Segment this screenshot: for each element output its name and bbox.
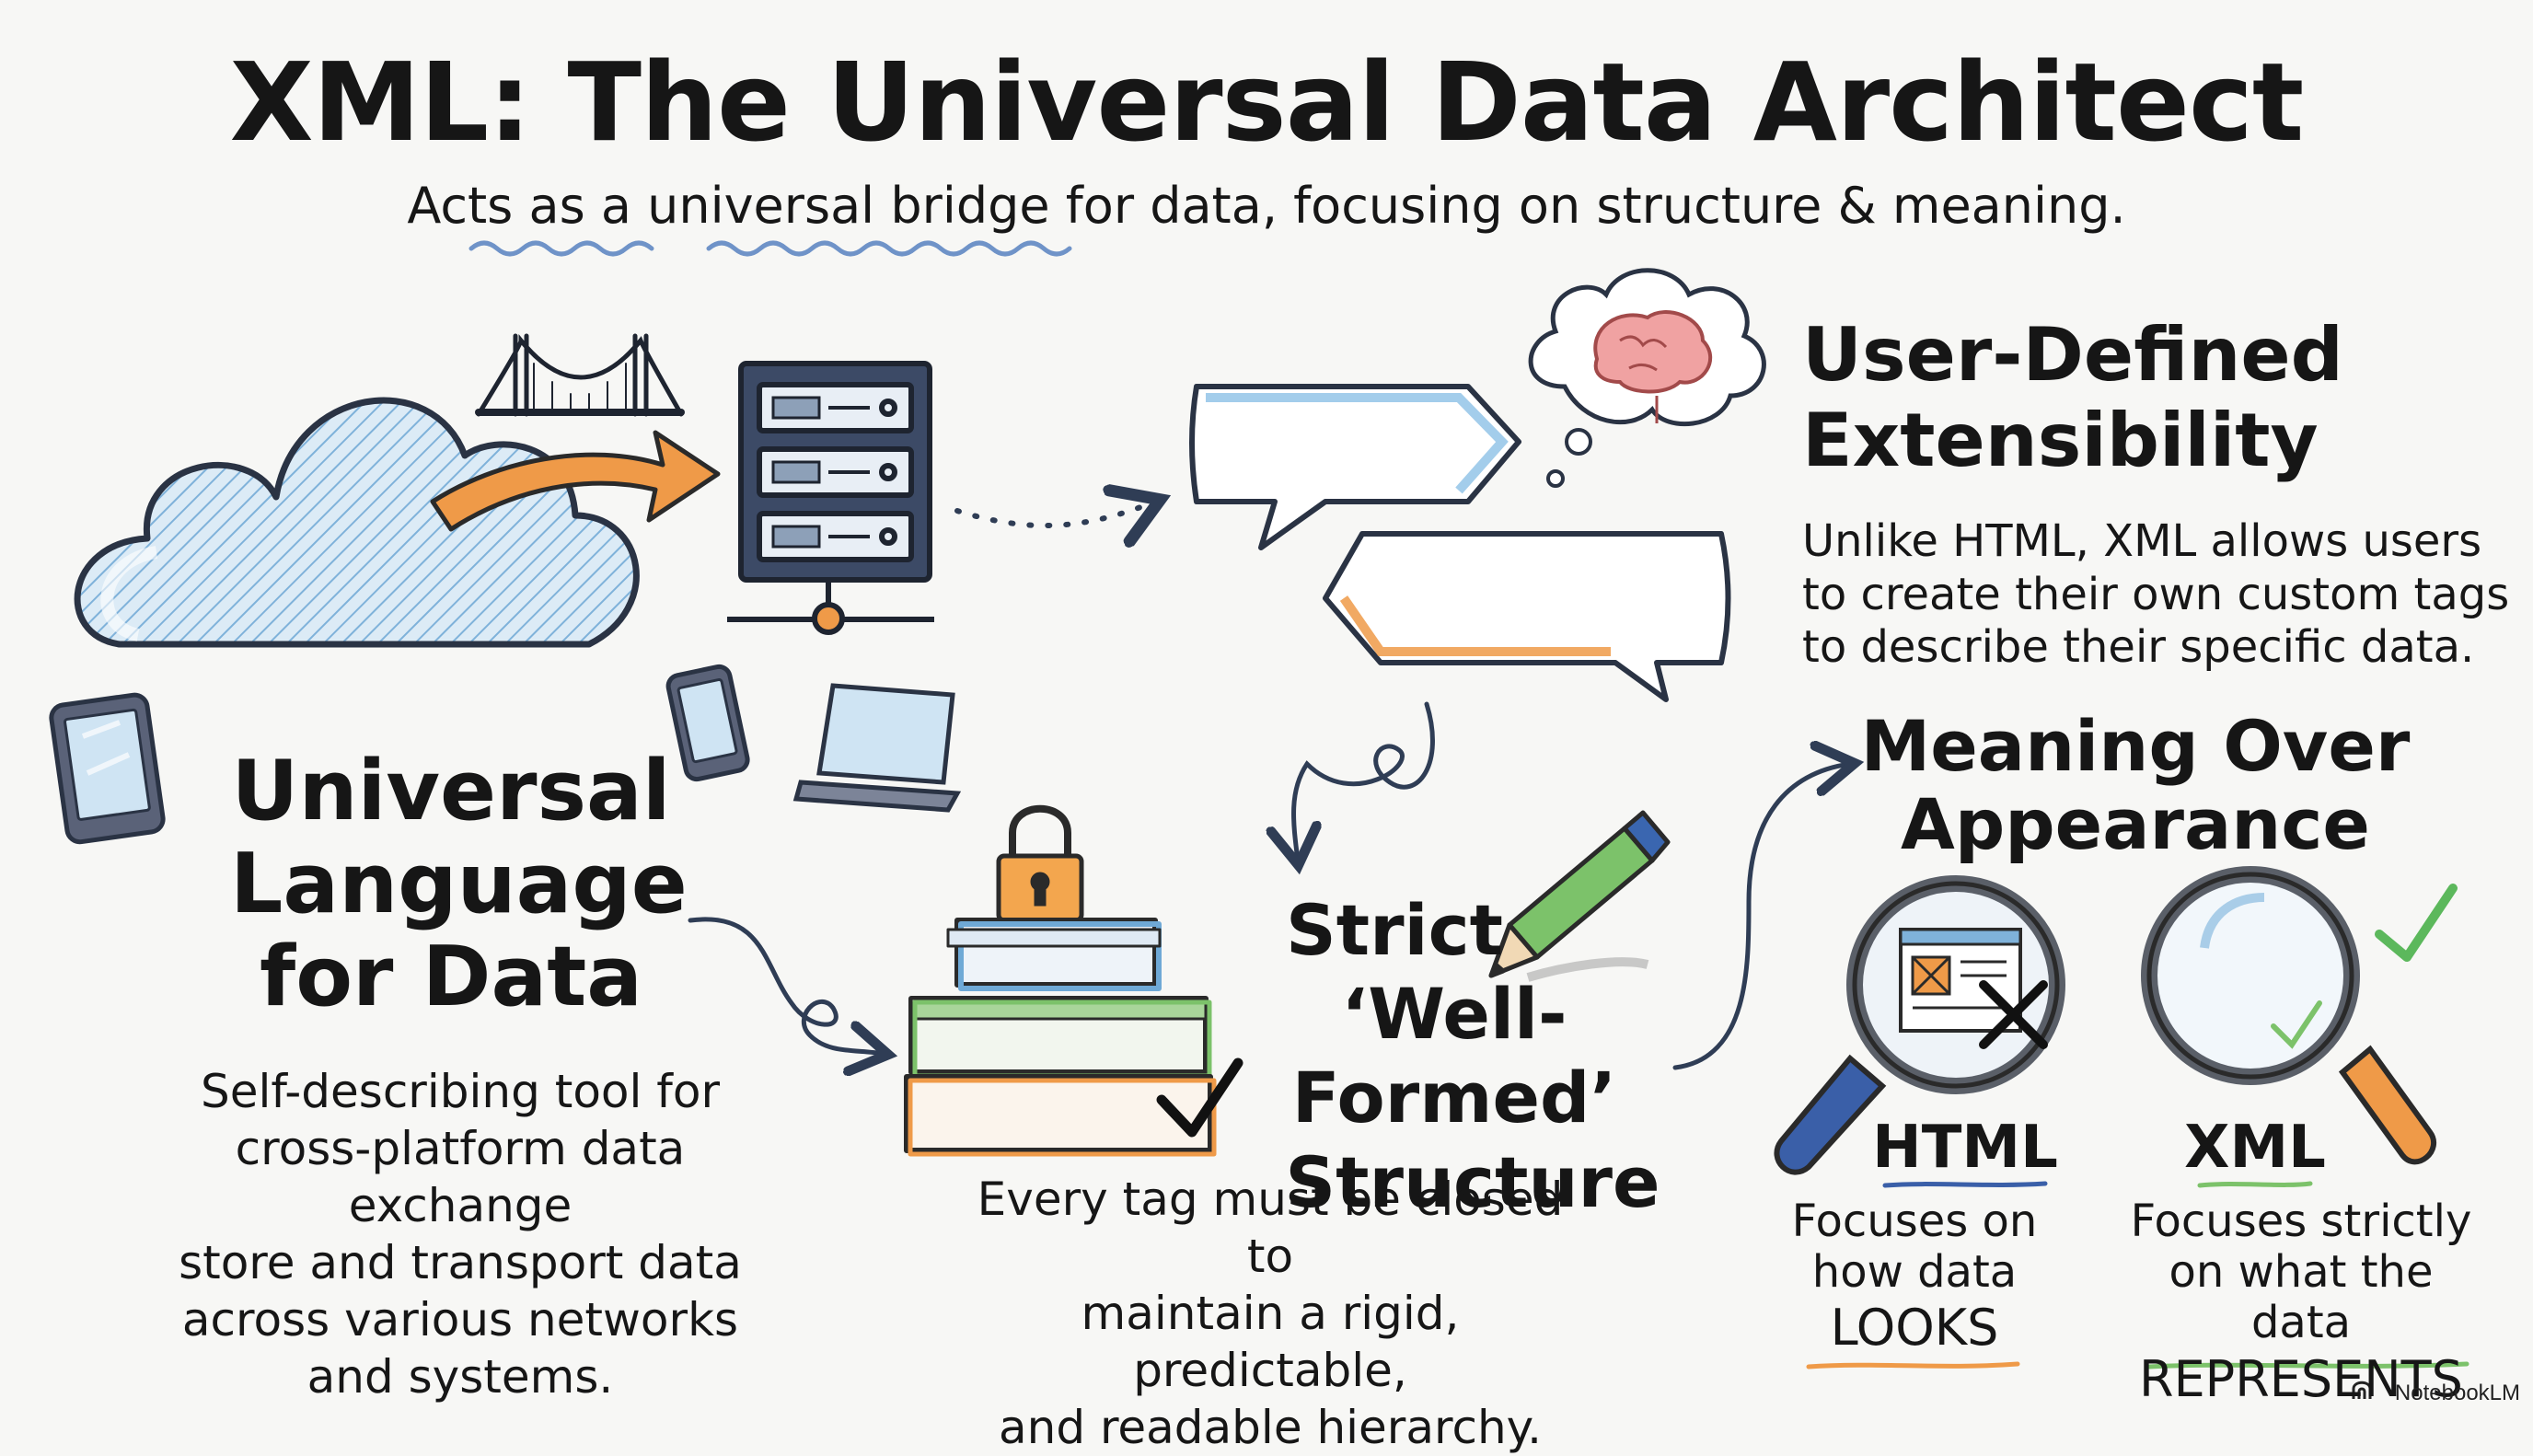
notebooklm-logo-icon — [2352, 1381, 2372, 1399]
speech-bubble-orange-icon — [1323, 531, 1731, 702]
subtitle-squiggle — [468, 240, 1072, 257]
tablet-icon — [49, 692, 166, 845]
curly-arrow-right — [688, 917, 884, 1054]
strict-heading: Strict ‘Well-Formed’ Structure — [1285, 889, 1660, 1223]
xml-description: Focuses strictly on what the data REPRES… — [2130, 1196, 2472, 1408]
looks-emphasis: LOOKS — [1830, 1299, 1999, 1358]
curved-arrow-up — [1672, 764, 1850, 1070]
looks-underline — [1806, 1361, 2020, 1369]
html-label: HTML — [1872, 1114, 2058, 1182]
user-defined-heading: User-Defined Extensibility — [1802, 312, 2343, 483]
universal-language-body: Self-describing tool for cross-platform … — [179, 1065, 742, 1404]
pencil-icon — [1488, 810, 1671, 982]
xml-label: XML — [2184, 1114, 2326, 1182]
xml-underline — [2197, 1181, 2313, 1188]
brain-thought-icon — [1528, 268, 1766, 488]
checkmark-icon — [1156, 1057, 1243, 1138]
stacked-blocks-icon — [904, 918, 1217, 1157]
meaning-heading: Meaning Over Appearance — [1860, 705, 2411, 866]
html-description: Focuses on how data LOOKS — [1791, 1196, 2038, 1358]
padlock-icon — [996, 804, 1084, 923]
curly-arrow-down — [1294, 701, 1435, 861]
brand-watermark: NotebookLM — [2394, 1381, 2520, 1405]
html-underline — [1882, 1181, 2048, 1188]
dotted-arrow — [954, 502, 1155, 526]
illustration-layer — [49, 240, 2469, 1399]
magnifier-xml-icon — [2141, 866, 2437, 1165]
page-subtitle: Acts as a universal bridge for data, foc… — [407, 177, 2126, 235]
phone-icon — [665, 664, 750, 782]
represents-underline — [2146, 1361, 2469, 1369]
bridge-icon — [475, 333, 685, 417]
cloud-icon — [74, 397, 640, 648]
universal-language-heading: Universal Language for Data — [230, 743, 688, 1025]
checkmark-green-icon — [2375, 884, 2458, 962]
magnifier-icon — [1774, 875, 2065, 1175]
speech-bubble-icon — [1189, 384, 1521, 550]
represents-emphasis: REPRESENTS — [2139, 1349, 2463, 1408]
orange-arrow-icon — [430, 430, 721, 532]
page-title: XML: The Universal Data Architect — [229, 39, 2305, 166]
server-icon — [727, 361, 934, 635]
laptop-icon — [792, 683, 962, 813]
user-defined-body: Unlike HTML, XML allows users to create … — [1802, 515, 2510, 674]
